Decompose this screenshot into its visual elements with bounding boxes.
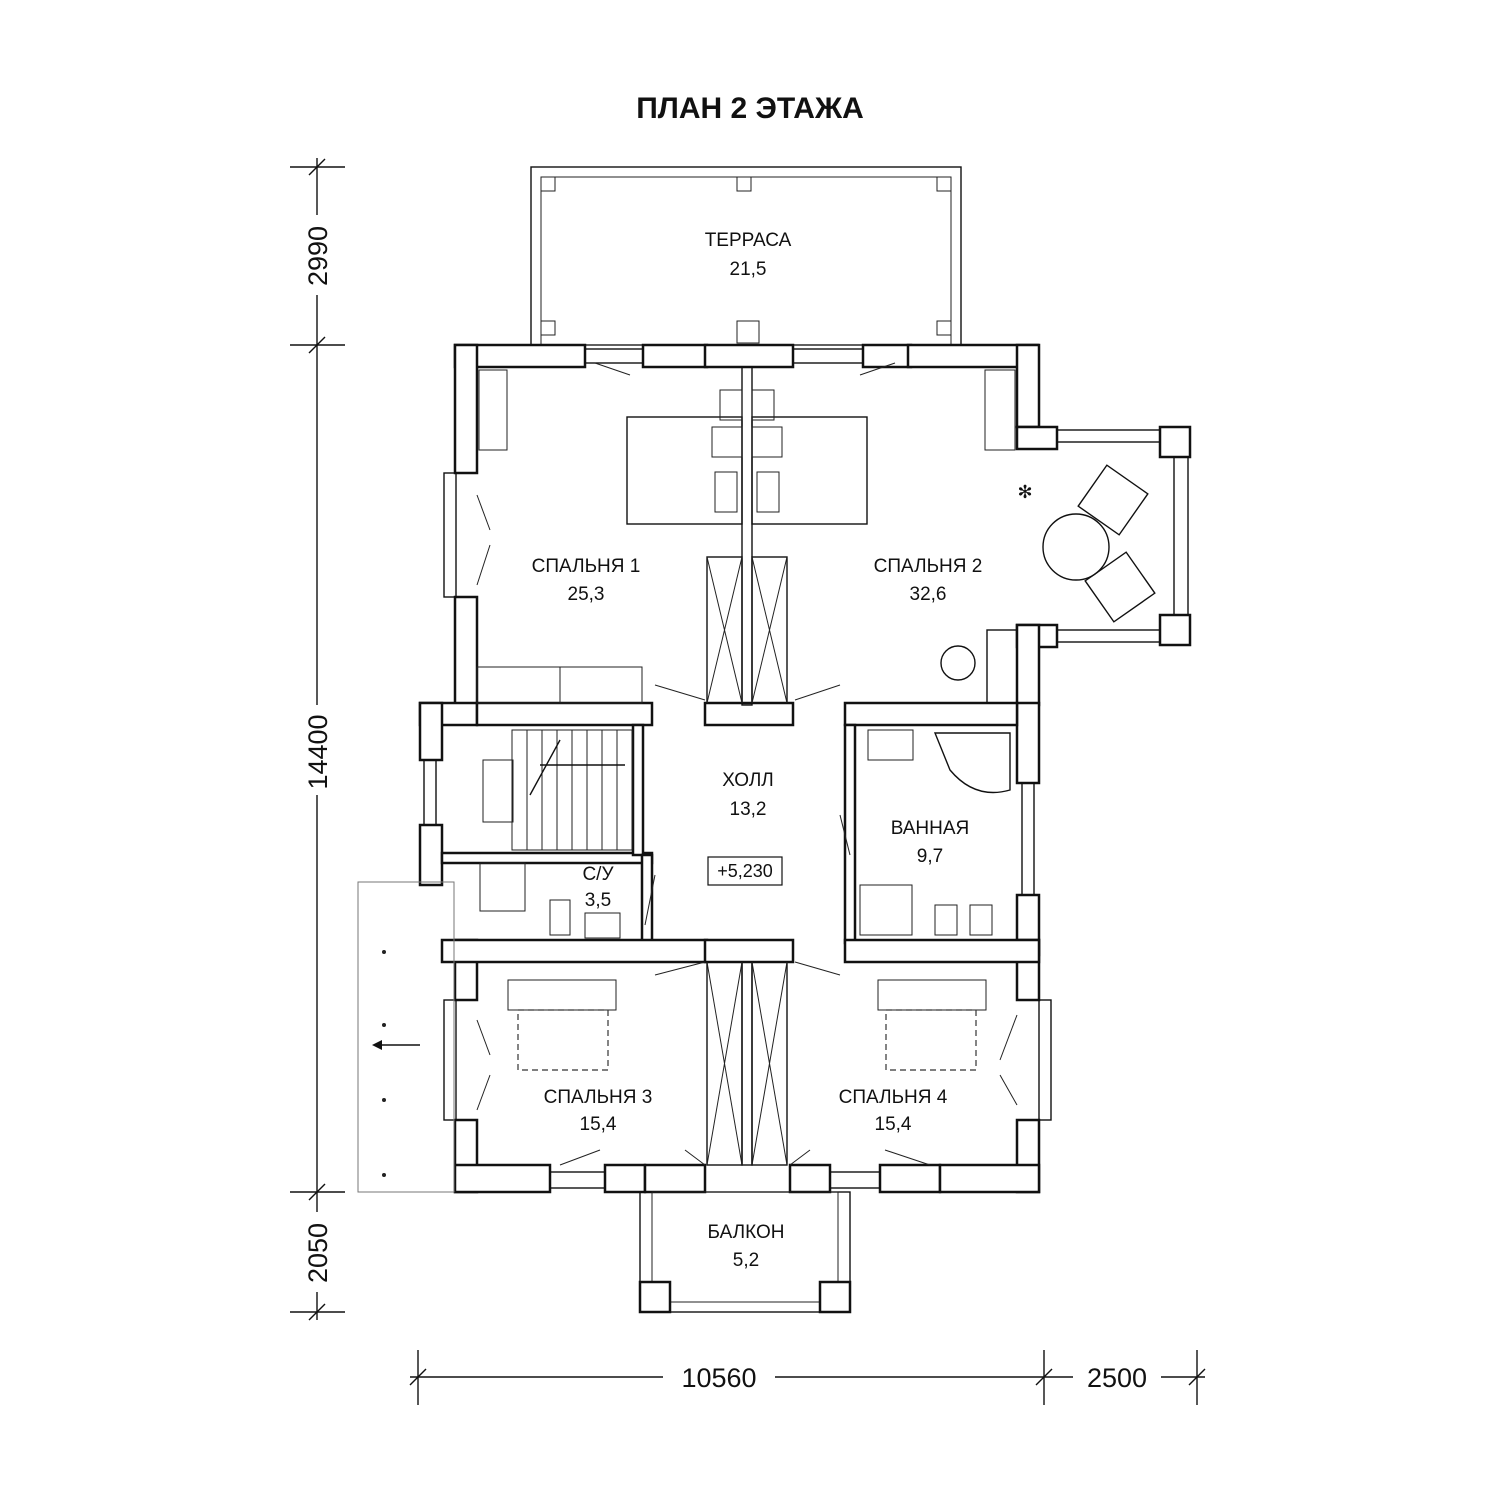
bedroom3-name: СПАЛЬНЯ 3 [544, 1087, 653, 1108]
horizontal-dimension: 10560 2500 [409, 1350, 1206, 1405]
plan-title: ПЛАН 2 ЭТАЖА [636, 92, 864, 125]
wc-name: С/У [582, 864, 614, 885]
bedroom2-name: СПАЛЬНЯ 2 [874, 556, 983, 577]
bathroom-area: 9,7 [917, 846, 943, 867]
outer-walls [418, 343, 1192, 1194]
plant-icon: ✻ [1017, 482, 1032, 502]
beds-upper [476, 369, 1016, 704]
dim-terrace-depth: 2990 [303, 226, 333, 286]
bedroom2-furniture: ✻ [940, 464, 1156, 681]
bedroom1-area: 25,3 [568, 584, 605, 605]
hall-name: ХОЛЛ [722, 770, 774, 791]
bathroom-name: ВАННАЯ [891, 818, 970, 839]
bedroom4-area: 15,4 [875, 1114, 912, 1135]
wc-fixtures [479, 862, 621, 939]
terrace-area: 21,5 [730, 259, 767, 280]
level-mark-box [707, 856, 783, 886]
bedroom4-name: СПАЛЬНЯ 4 [839, 1087, 948, 1108]
bedroom3-area: 15,4 [580, 1114, 617, 1135]
bathroom-fixtures [859, 729, 1011, 936]
dim-main-width: 10560 [681, 1363, 756, 1393]
inner-walls [440, 366, 1041, 1166]
dim-bay-width: 2500 [1087, 1363, 1147, 1393]
dim-balcony-depth: 2050 [303, 1223, 333, 1283]
bedroom1-name: СПАЛЬНЯ 1 [532, 556, 641, 577]
hall-area: 13,2 [730, 799, 767, 820]
balcony [638, 1191, 852, 1314]
balcony-name: БАЛКОН [708, 1222, 785, 1243]
wc-area: 3,5 [585, 890, 611, 911]
dim-main-length: 14400 [303, 714, 333, 789]
beds-lower [507, 979, 987, 1071]
terrace-name: ТЕРРАСА [705, 230, 792, 251]
wardrobes [706, 556, 788, 1166]
stairs [482, 729, 633, 851]
bedroom2-area: 32,6 [910, 584, 947, 605]
vertical-dimension: 2990 14400 2050 [290, 158, 345, 1321]
level-mark: +5,230 [717, 861, 773, 881]
door-swings [476, 362, 1018, 1166]
terrace [530, 166, 962, 346]
balcony-area: 5,2 [733, 1250, 759, 1271]
exterior-stair [357, 881, 455, 1193]
